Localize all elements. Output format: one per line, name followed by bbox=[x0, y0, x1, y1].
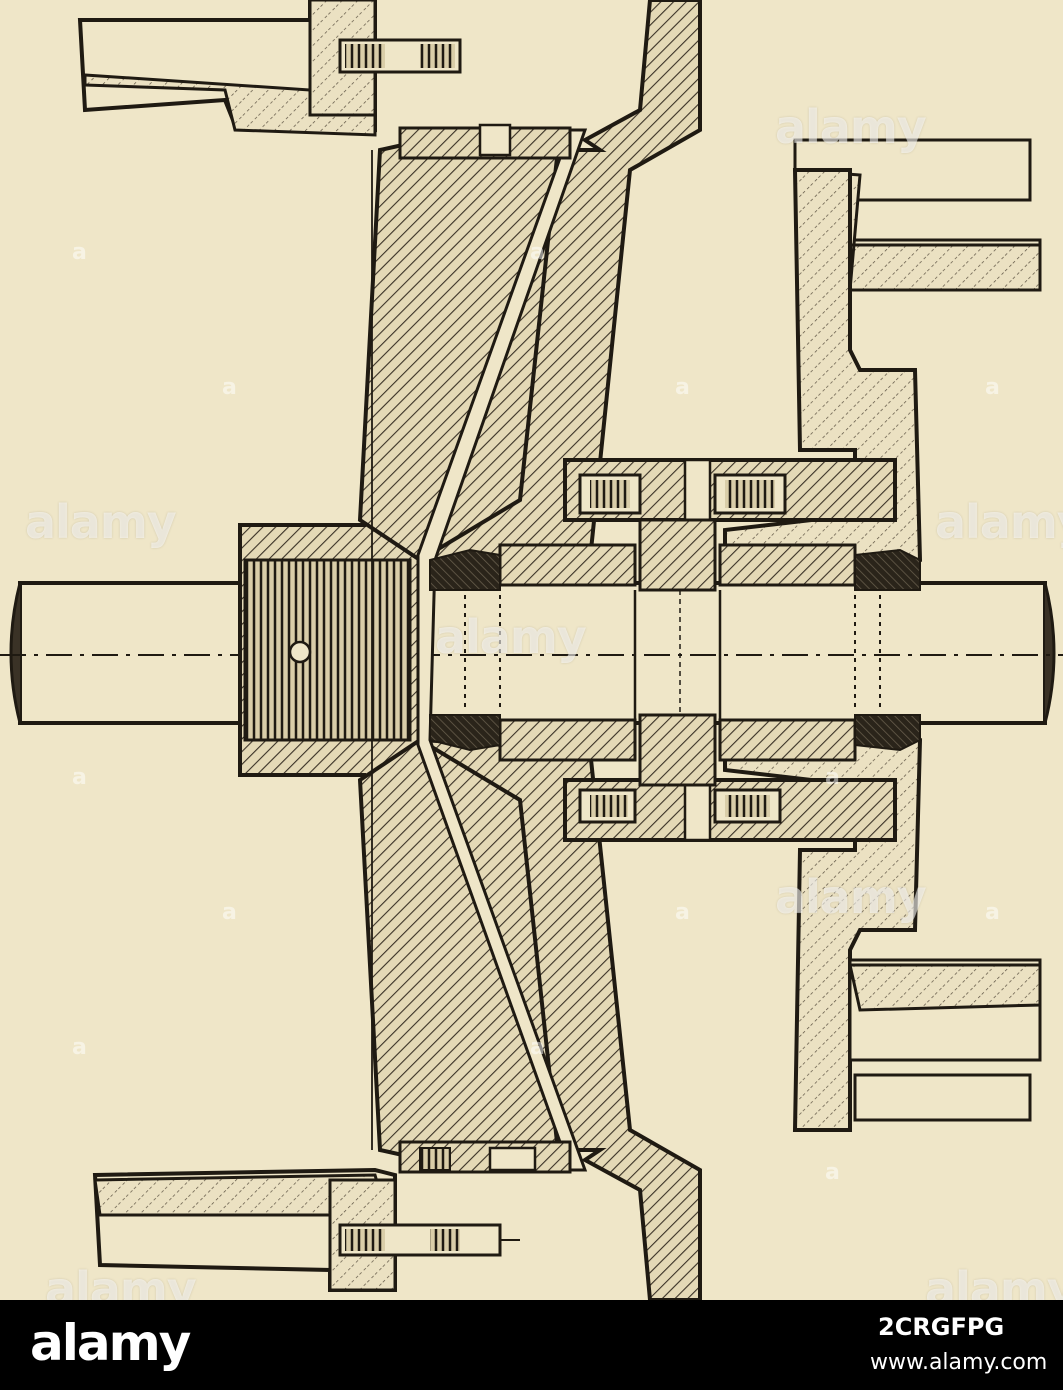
bottom-left-arm bbox=[92, 1167, 520, 1292]
alamy-logo: alamy bbox=[30, 1314, 191, 1372]
left-rim bbox=[398, 123, 572, 1174]
image-id: 2CRGFPG bbox=[878, 1313, 1005, 1341]
left-hub bbox=[238, 0, 702, 1300]
shaft bbox=[0, 581, 1063, 725]
top-left-arm bbox=[77, 0, 462, 137]
packing-rings bbox=[429, 548, 921, 752]
footer-bar: alamy 2CRGFPG www.alamy.com bbox=[0, 1300, 1063, 1390]
coupling-section-drawing bbox=[0, 0, 1063, 1300]
flexible-disc bbox=[416, 128, 588, 1172]
site-url: www.alamy.com bbox=[870, 1350, 1048, 1375]
center-coupling bbox=[498, 458, 897, 842]
